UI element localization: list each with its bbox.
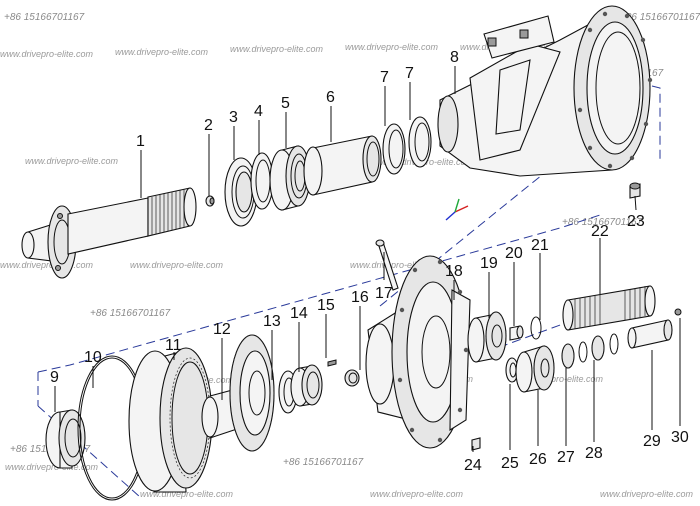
part-label-10: 10	[84, 349, 102, 366]
watermark-site: www.drivepro-elite.com	[345, 42, 439, 52]
part-label-24: 24	[464, 457, 482, 474]
part-label-28: 28	[585, 445, 603, 462]
part-label-19: 19	[480, 255, 498, 272]
part-label-30: 30	[671, 429, 689, 446]
part-label-4: 4	[254, 103, 263, 120]
part-5-bearing	[269, 145, 311, 211]
watermark-site: www.drivepro-elite.com	[370, 489, 464, 499]
part-label-13: 13	[263, 313, 281, 330]
watermark-phone: +86 15166701167	[620, 12, 700, 23]
part-label-22: 22	[591, 223, 609, 240]
part-12-planet-carrier	[201, 334, 275, 452]
leader-lines	[54, 66, 681, 452]
part-7-ring-a	[382, 123, 406, 175]
part-label-12: 12	[213, 321, 231, 338]
part-3-seal	[224, 157, 258, 227]
part-label-9: 9	[50, 369, 59, 386]
part-label-16: 16	[351, 289, 369, 306]
part-label-17: 17	[375, 285, 393, 302]
part-label-15: 15	[317, 297, 335, 314]
part-label-29: 29	[643, 433, 661, 450]
part-22-output-shaft	[562, 285, 656, 331]
part-14-bearing	[290, 364, 323, 407]
part-label-26: 26	[529, 451, 547, 468]
part-label-6: 6	[326, 89, 335, 106]
part-24-plug	[471, 437, 481, 451]
part-21-circlip	[530, 316, 542, 340]
watermark-phone: +86 15166701167	[283, 457, 364, 468]
part-20-pin	[509, 325, 524, 341]
part-28-needle-bearing	[591, 333, 619, 361]
part-30-screw	[674, 308, 682, 316]
watermark-site: www.drivepro-elite.com	[230, 44, 324, 54]
part-label-8: 8	[450, 49, 459, 66]
watermark-site: www.drivepro-elite.com	[130, 260, 224, 270]
part-label-7: 7	[380, 69, 389, 86]
watermark-site: www.drivepro-elite.com	[140, 489, 234, 499]
part-label-25: 25	[501, 455, 519, 472]
part-label-5: 5	[281, 95, 290, 112]
watermark-site: www.drivepro-elite.com	[600, 489, 694, 499]
watermark-phone: +86 15166701167	[90, 308, 171, 319]
part-label-27: 27	[557, 449, 575, 466]
watermark-site: www.drivepro-elite.com	[25, 156, 119, 166]
part-label-3: 3	[229, 109, 238, 126]
part-1-input-shaft	[21, 187, 197, 279]
part-15-bolt	[327, 359, 337, 367]
part-18-hub-housing	[365, 255, 471, 449]
watermark-site: www.drivepro-elite.com	[0, 49, 94, 59]
part-label-2: 2	[204, 117, 213, 134]
watermark-site: www.drivepro-elite.com	[350, 260, 444, 270]
watermark-site: www.drivepro-elite.com	[115, 47, 209, 57]
coordinate-axes-icon	[445, 198, 469, 221]
part-number-labels: 1 2 3 4 5 6 7 7 8 9 10 11 12 13 14 15 16…	[50, 49, 689, 474]
part-label-20: 20	[505, 245, 523, 262]
part-label-21: 21	[531, 237, 549, 254]
part-label-23: 23	[627, 213, 645, 230]
part-label-14: 14	[290, 305, 308, 322]
part-11-ring-gear	[128, 347, 213, 493]
part-label-11: 11	[165, 337, 182, 354]
part-19-planet-gear	[467, 311, 507, 363]
watermark-phone: +86 15166701167	[562, 217, 643, 228]
part-8-housing	[437, 5, 653, 177]
part-9-bearing-cup	[45, 409, 86, 469]
watermark-phone: +86 15166701167	[4, 12, 85, 23]
watermark-site: www.drivepro-elite.com	[5, 462, 99, 472]
watermark-site: www.drivepro-elite.com	[0, 260, 94, 270]
part-label-18: 18	[445, 263, 463, 280]
part-27-needle-bearing	[561, 341, 588, 369]
part-16-bushing	[344, 369, 360, 387]
part-7-ring-b	[408, 116, 432, 168]
watermark-site: www.drivepro-elite.com	[510, 374, 604, 384]
part-label-1: 1	[136, 133, 145, 150]
part-17-long-bolt	[375, 239, 399, 291]
part-2-pin	[205, 195, 215, 207]
part-23-plug	[629, 182, 641, 199]
part-label-7: 7	[405, 65, 414, 82]
part-29-planet-pin	[627, 319, 673, 349]
part-4-ring	[250, 152, 274, 210]
part-6-sleeve	[303, 135, 382, 196]
part-26-planet-gear	[515, 345, 555, 393]
